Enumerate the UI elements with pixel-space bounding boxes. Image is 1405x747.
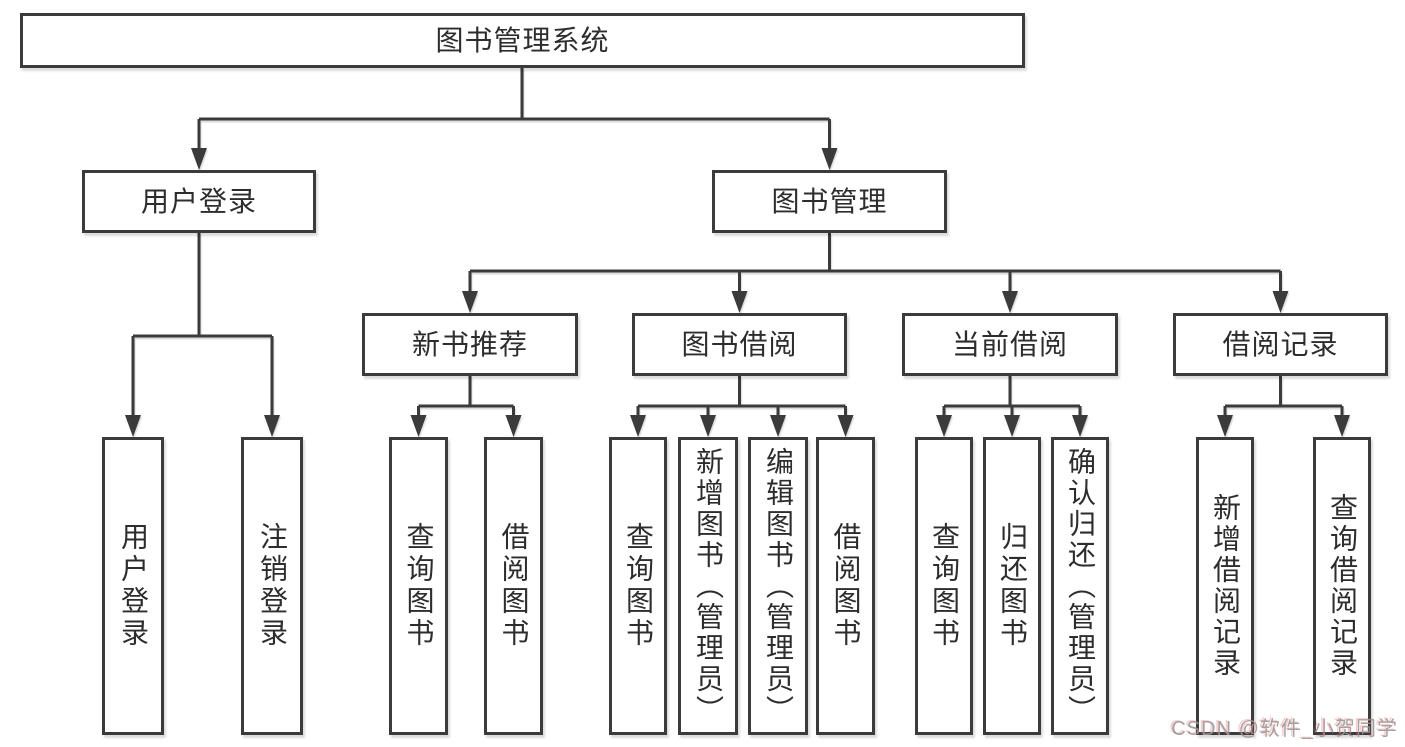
node-book-mgmt: 图书管理: [712, 170, 947, 233]
node-borrow-records: 借阅记录: [1173, 313, 1388, 376]
arrow-to-user-login: [191, 148, 207, 170]
arrow-to-query-books-c: [936, 415, 952, 437]
node-book-borrow: 图书借阅: [632, 313, 847, 376]
arrow-to-book-mgmt: [821, 148, 838, 170]
arrow-to-new-book-rec: [462, 291, 478, 313]
arrow-to-login-leaf: [125, 415, 141, 437]
node-confirm-return-label: 确认归还（管理员）: [1065, 446, 1096, 726]
connector-userlogin-to-leaves: [131, 233, 274, 419]
node-edit-books-label: 编辑图书（管理员）: [763, 446, 794, 726]
node-root: 图书管理系统: [20, 13, 1025, 68]
node-add-borrow-record: 新增借阅记录: [1196, 437, 1254, 735]
node-borrow-books-b: 借阅图书: [816, 437, 875, 735]
arrowheads: [125, 148, 1350, 437]
node-book-borrow-label: 图书借阅: [681, 328, 798, 360]
connector-root-to-level2: [197, 68, 831, 152]
arrow-to-logout-leaf: [264, 415, 280, 437]
node-borrow-books-b-label: 借阅图书: [830, 522, 862, 650]
connector-bookmgmt-to-level3: [468, 233, 1282, 295]
arrow-to-borrow-books-b: [837, 415, 854, 437]
arrow-to-book-borrow: [731, 291, 748, 313]
node-return-books: 归还图书: [983, 437, 1041, 735]
node-add-books: 新增图书（管理员）: [678, 437, 738, 735]
node-add-books-label: 新增图书（管理员）: [693, 446, 724, 726]
node-query-books-a: 查询图书: [389, 437, 448, 735]
node-book-mgmt-label: 图书管理: [771, 185, 888, 217]
arrow-to-add-borrow-record: [1217, 415, 1233, 437]
node-login-leaf-label: 用户登录: [118, 522, 149, 650]
arrow-to-current-borrow: [1002, 291, 1018, 313]
node-query-borrow-record-label: 查询借阅记录: [1327, 493, 1358, 679]
connector-newbookrec-to-leaves: [417, 376, 515, 419]
node-new-book-rec: 新书推荐: [362, 313, 578, 376]
node-logout-leaf: 注销登录: [241, 437, 303, 735]
connector-borrowrecords-to-leaves: [1223, 376, 1344, 419]
arrow-to-confirm-return: [1072, 415, 1088, 437]
arrow-to-add-books: [700, 415, 716, 437]
node-query-borrow-record: 查询借阅记录: [1313, 437, 1371, 735]
node-return-books-label: 归还图书: [997, 522, 1028, 650]
node-root-label: 图书管理系统: [435, 24, 610, 56]
arrow-to-query-books-a: [410, 415, 427, 437]
node-user-login-label: 用户登录: [140, 185, 257, 217]
node-logout-leaf-label: 注销登录: [257, 522, 288, 650]
node-query-books-c: 查询图书: [915, 437, 973, 735]
node-user-login: 用户登录: [82, 170, 316, 233]
node-borrow-records-label: 借阅记录: [1222, 328, 1339, 360]
node-current-borrow: 当前借阅: [902, 313, 1118, 376]
arrow-to-borrow-books-a: [505, 415, 522, 437]
connector-bookborrow-to-leaves: [636, 376, 847, 419]
node-current-borrow-label: 当前借阅: [951, 328, 1068, 360]
node-new-book-rec-label: 新书推荐: [411, 328, 528, 360]
node-add-borrow-record-label: 新增借阅记录: [1210, 493, 1241, 679]
arrow-to-borrow-records: [1272, 291, 1289, 313]
connector-currentborrow-to-leaves: [942, 376, 1082, 419]
arrow-to-edit-books: [770, 415, 786, 437]
node-confirm-return: 确认归还（管理员）: [1051, 437, 1109, 735]
node-query-books-a-label: 查询图书: [403, 522, 435, 650]
node-borrow-books-a: 借阅图书: [484, 437, 543, 735]
node-login-leaf: 用户登录: [102, 437, 164, 735]
node-query-books-b-label: 查询图书: [623, 522, 654, 650]
node-borrow-books-a-label: 借阅图书: [498, 522, 530, 650]
node-query-books-b: 查询图书: [609, 437, 667, 735]
node-edit-books: 编辑图书（管理员）: [748, 437, 808, 735]
arrow-to-return-books: [1004, 415, 1020, 437]
csdn-watermark: CSDN @软件_小贺同学: [1171, 718, 1398, 740]
arrow-to-query-borrow-record: [1334, 415, 1350, 437]
node-query-books-c-label: 查询图书: [929, 522, 960, 650]
arrow-to-query-books-b: [630, 415, 646, 437]
